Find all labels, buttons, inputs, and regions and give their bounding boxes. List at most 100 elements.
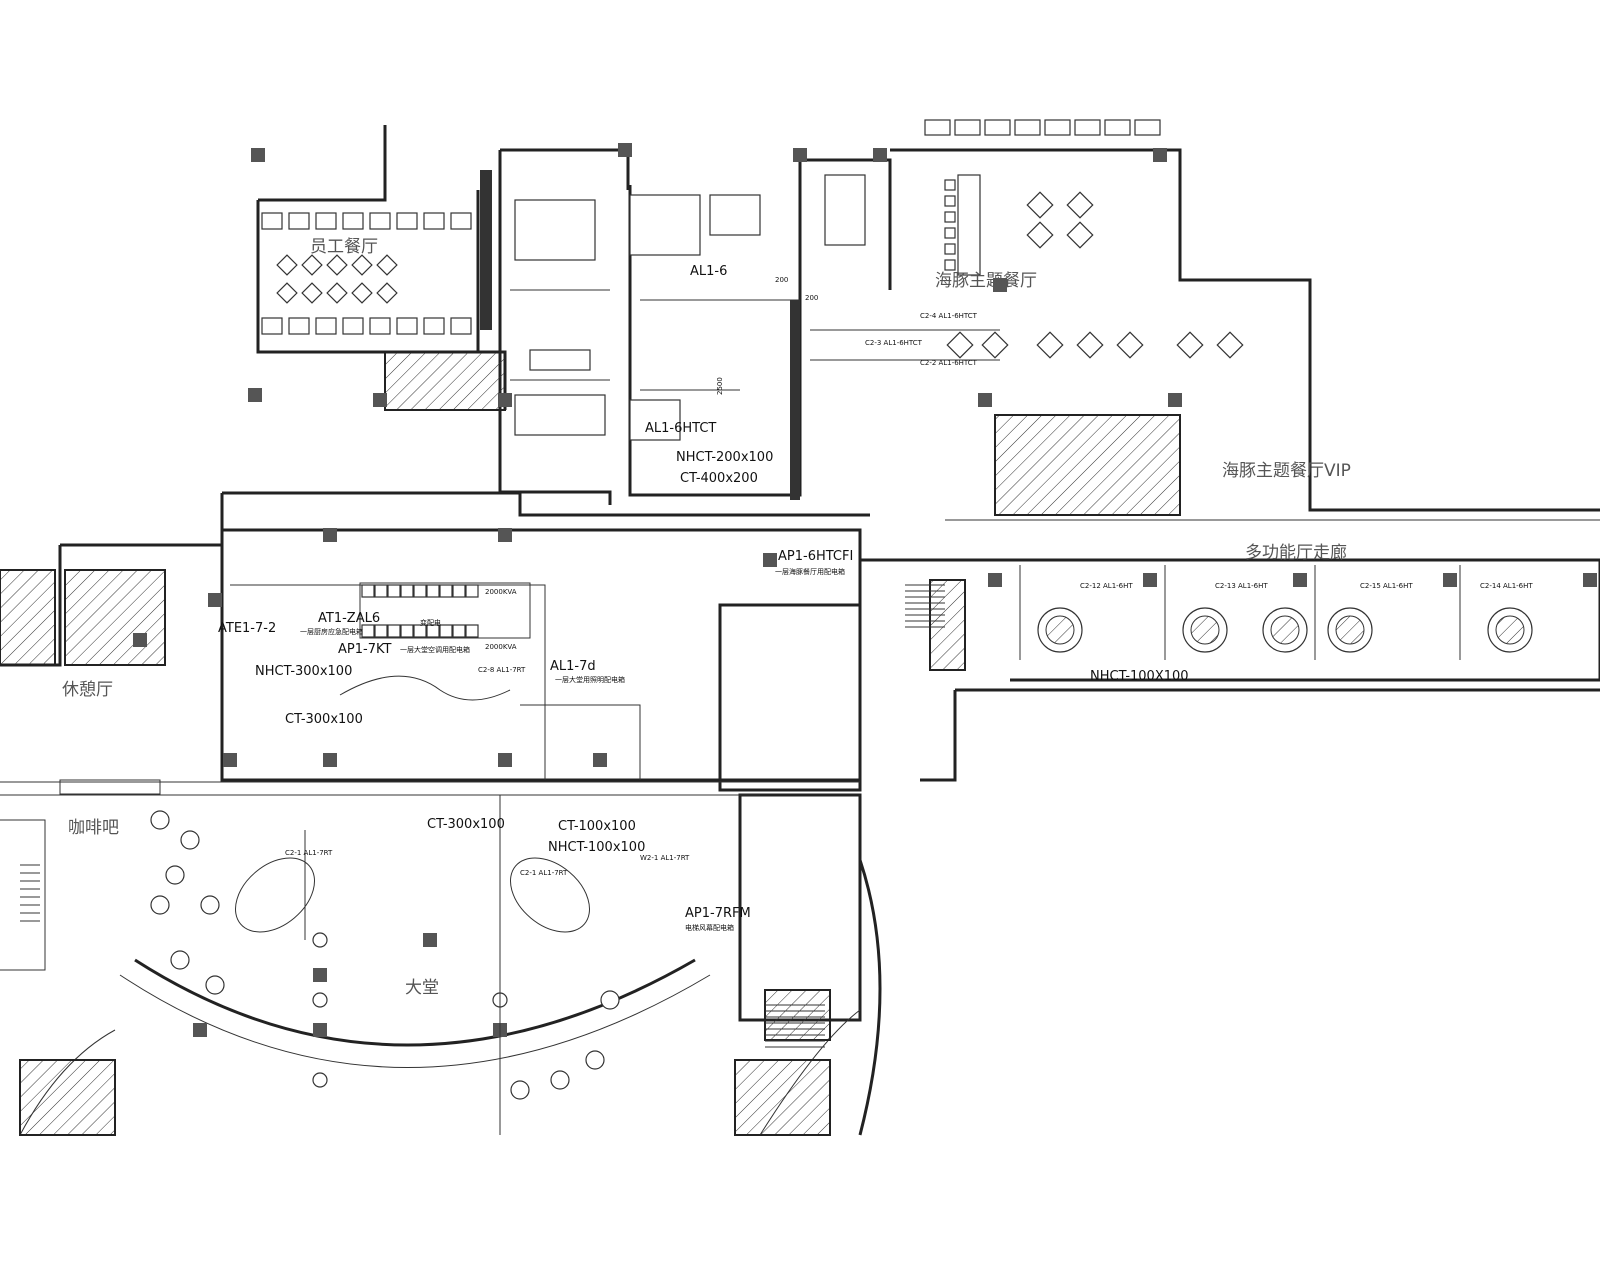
room-staff-canteen: 员工餐厅 — [310, 237, 378, 257]
panel-ap1-7kt-desc: 一层大堂空调用配电箱 — [400, 645, 470, 654]
column — [323, 528, 337, 542]
circuit-tag: C2-2 AL1-6HTCT — [920, 359, 978, 367]
column — [978, 393, 992, 407]
switchgear-cell — [361, 624, 375, 638]
table — [376, 254, 398, 276]
table — [981, 331, 1009, 359]
chair — [1014, 119, 1041, 136]
table — [301, 282, 323, 304]
chair — [944, 243, 956, 255]
kva-label-1: 2000KVA — [485, 588, 517, 596]
switchgear-cell — [426, 624, 440, 638]
lounge-chair — [170, 950, 190, 970]
panel-nhct-100: NHCT-100x100 — [548, 840, 645, 855]
circuit-tag: W2-1 AL1-7RT — [640, 854, 690, 862]
table — [1176, 331, 1204, 359]
panel-ct-400: CT-400x200 — [680, 471, 758, 486]
column — [423, 933, 437, 947]
table — [1066, 221, 1094, 249]
column — [251, 148, 265, 162]
chair — [396, 212, 418, 230]
table — [326, 254, 348, 276]
column — [498, 393, 512, 407]
table — [326, 282, 348, 304]
table — [301, 254, 323, 276]
column — [1583, 573, 1597, 587]
column — [313, 1023, 327, 1037]
kitchen-counter — [790, 300, 800, 500]
panel-ct-300-b: CT-300x100 — [427, 817, 505, 832]
table — [376, 282, 398, 304]
panel-at1-zal6: AT1-ZAL6 — [318, 611, 380, 626]
kva-label-2: 2000KVA — [485, 643, 517, 651]
column — [1153, 148, 1167, 162]
chair — [924, 119, 951, 136]
switchgear-cell — [374, 624, 388, 638]
room-lobby: 大堂 — [405, 978, 439, 998]
panel-at1-zal6-desc: 一层厨房应急配电箱 — [300, 627, 363, 636]
switchgear-cell — [387, 584, 401, 598]
column — [763, 553, 777, 567]
switchgear-cell — [387, 624, 401, 638]
column — [1443, 573, 1457, 587]
table — [1066, 191, 1094, 219]
chair — [944, 227, 956, 239]
lounge-chair — [510, 1080, 530, 1100]
column — [248, 388, 262, 402]
table — [1216, 331, 1244, 359]
chair — [261, 317, 283, 335]
lobby-features — [59, 675, 590, 1135]
lounge-chair — [205, 975, 225, 995]
chair — [1044, 119, 1071, 136]
building-walls — [0, 125, 1600, 1136]
chair — [288, 212, 310, 230]
switchgear-cell — [426, 584, 440, 598]
chair — [315, 212, 337, 230]
room-function-corridor: 多功能厅走廊 — [1245, 543, 1347, 563]
column — [1143, 573, 1157, 587]
circuit-labels: C2-1 AL1-7RT C2-4 AL1-6HTCT C2-3 AL1-6HT… — [285, 312, 1533, 877]
room-labels: 员工餐厅 海豚主题餐厅 海豚主题餐厅VIP 多功能厅走廊 大堂 咖啡吧 休憩厅 … — [62, 237, 1351, 998]
panel-al1-6htct: AL1-6HTCT — [645, 421, 716, 436]
table — [946, 331, 974, 359]
column — [498, 528, 512, 542]
column — [208, 593, 222, 607]
lounge-chair — [600, 990, 620, 1010]
lounge-chair — [180, 830, 200, 850]
chair — [369, 317, 391, 335]
panel-nhct-300: NHCT-300x100 — [255, 664, 352, 679]
table — [351, 254, 373, 276]
round-table-top — [1045, 615, 1075, 645]
circuit-tag: C2-3 AL1-6HTCT — [865, 339, 923, 347]
room-lounge: 休憩厅 — [62, 680, 113, 700]
hatched-areas — [0, 351, 1181, 1136]
switchgear-cell — [439, 624, 453, 638]
chair — [423, 212, 445, 230]
column — [193, 1023, 207, 1037]
chair — [315, 317, 337, 335]
table — [276, 282, 298, 304]
chair — [1134, 119, 1161, 136]
kitchen-equipment — [629, 399, 681, 441]
room-dolphin-vip: 海豚主题餐厅VIP — [1222, 461, 1351, 481]
column — [593, 753, 607, 767]
lounge-chair — [150, 895, 170, 915]
column-round — [312, 992, 328, 1008]
switchgear-cell — [400, 624, 414, 638]
chair — [984, 119, 1011, 136]
chair — [342, 317, 364, 335]
panel-ate1-7-2: ATE1-7-2 — [218, 621, 276, 636]
chair — [423, 317, 445, 335]
dimension-2500: 2500 — [716, 377, 724, 395]
structural-columns — [133, 143, 1597, 1037]
panel-nhct-200: NHCT-200x100 — [676, 450, 773, 465]
lounge-chair — [585, 1050, 605, 1070]
switchgear-cell — [465, 584, 479, 598]
table — [1026, 191, 1054, 219]
lounge-chair — [550, 1070, 570, 1090]
table — [1116, 331, 1144, 359]
kitchen-counter — [480, 170, 492, 330]
circuit-tag: C2-1 AL1-7RT — [285, 849, 333, 857]
circuit-tag: C2-4 AL1-6HTCT — [920, 312, 978, 320]
column — [498, 753, 512, 767]
